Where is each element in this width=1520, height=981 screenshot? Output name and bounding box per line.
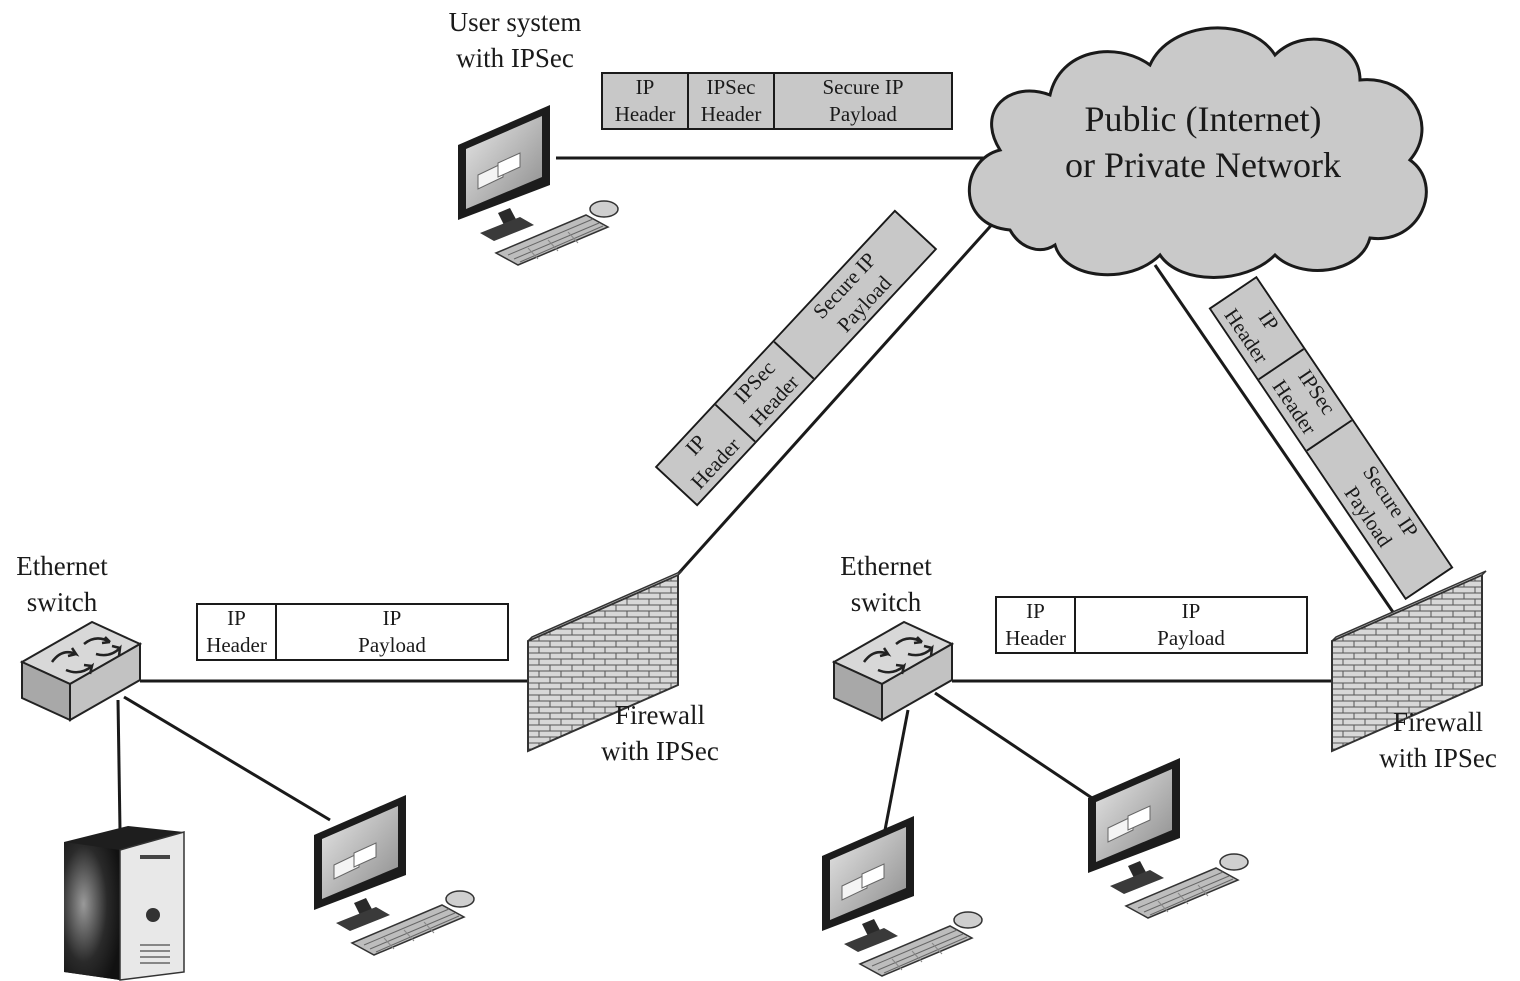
right-ethernet-switch-icon bbox=[832, 620, 954, 722]
left-firewall-label-line2: with IPSec bbox=[601, 736, 719, 766]
left-switch-label-line1: Ethernet bbox=[16, 551, 108, 581]
left-lan-computer-icon bbox=[313, 794, 475, 956]
user-system-computer-icon bbox=[457, 104, 619, 266]
user-system-label-line1: User system bbox=[448, 7, 582, 37]
left-firewall-label-line1: Firewall bbox=[615, 700, 705, 730]
cloud-label: Public (Internet) or Private Network bbox=[1028, 96, 1378, 188]
packet-ipsec-header: IPSec Header bbox=[689, 74, 775, 128]
right-lan-computer-b-icon bbox=[1087, 757, 1249, 919]
link-right-switch-pc-a bbox=[883, 709, 910, 831]
right-switch-label-line2: switch bbox=[850, 587, 922, 617]
right-firewall-label-line2: with IPSec bbox=[1379, 743, 1497, 773]
user-system-label-line2: with IPSec bbox=[456, 43, 574, 73]
link-left-switch-pc bbox=[123, 695, 331, 822]
left-firewall-label: Firewall with IPSec bbox=[580, 697, 740, 769]
packet-ip-payload: IP Payload bbox=[1076, 598, 1306, 652]
left-ethernet-switch-icon bbox=[20, 620, 142, 722]
server-tower-icon bbox=[64, 826, 185, 981]
plain-packet-left-lan: IP Header IP Payload bbox=[196, 603, 509, 661]
link-right-switch-pc-b bbox=[934, 691, 1096, 802]
right-firewall-label-line1: Firewall bbox=[1393, 707, 1483, 737]
packet-ip-header: IP Header bbox=[997, 598, 1076, 652]
cloud-label-line2: or Private Network bbox=[1065, 145, 1341, 185]
secure-packet-top: IP Header IPSec Header Secure IP Payload bbox=[601, 72, 953, 130]
packet-ip-header: IP Header bbox=[198, 605, 277, 659]
link-cloud-right-firewall bbox=[1153, 264, 1397, 616]
link-left-switch-server bbox=[116, 699, 122, 831]
cloud-icon bbox=[967, 26, 1428, 279]
plain-packet-right-lan: IP Header IP Payload bbox=[995, 596, 1308, 654]
left-switch-label-line2: switch bbox=[26, 587, 98, 617]
packet-ip-header: IP Header bbox=[603, 74, 689, 128]
link-cloud-left-firewall bbox=[676, 208, 1007, 576]
cloud-label-line1: Public (Internet) bbox=[1084, 99, 1322, 139]
user-system-label: User system with IPSec bbox=[420, 4, 610, 76]
left-switch-label: Ethernet switch bbox=[0, 548, 124, 620]
packet-ip-payload: IP Payload bbox=[277, 605, 507, 659]
right-firewall-label: Firewall with IPSec bbox=[1358, 704, 1518, 776]
right-switch-label-line1: Ethernet bbox=[840, 551, 932, 581]
packet-secure-payload: Secure IP Payload bbox=[775, 74, 951, 128]
right-lan-computer-a-icon bbox=[821, 815, 983, 977]
right-switch-label: Ethernet switch bbox=[824, 548, 948, 620]
